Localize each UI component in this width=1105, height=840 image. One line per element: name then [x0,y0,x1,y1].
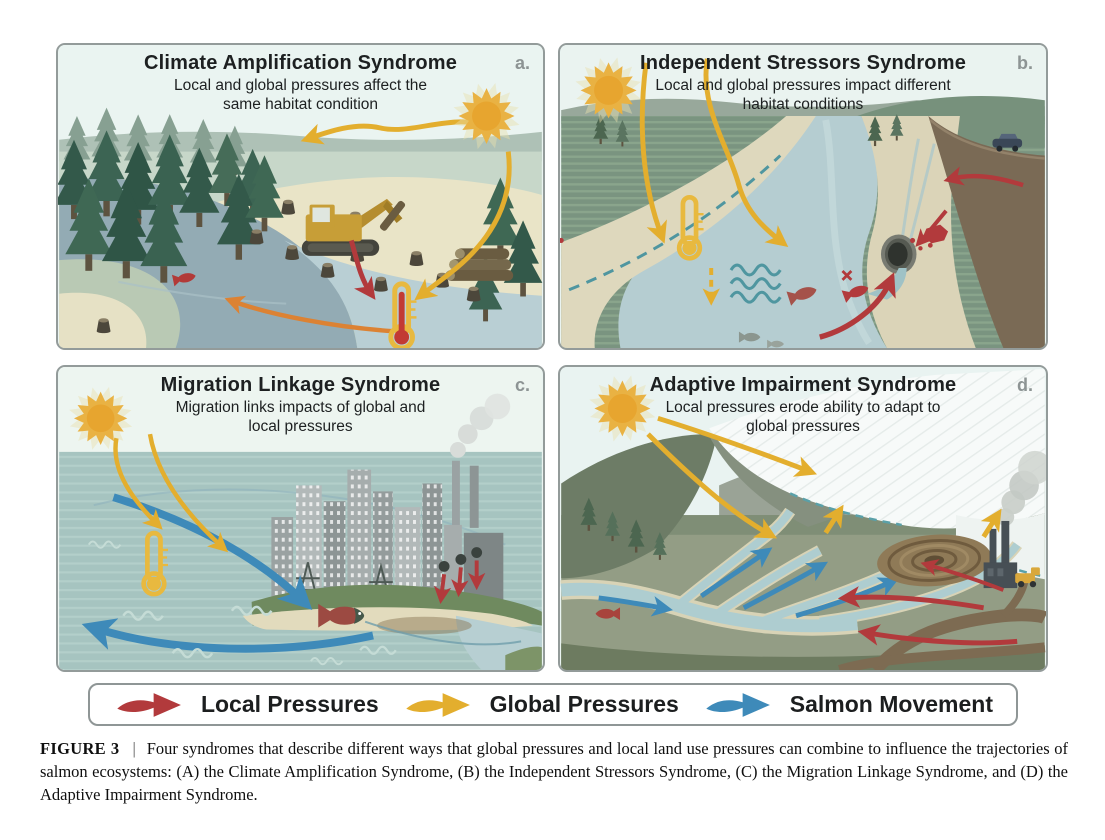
legend-item-global-pressures: Global Pressures [402,685,679,725]
panel-header: Adaptive Impairment Syndrome Local press… [560,374,1046,437]
caption-separator: | [132,739,136,758]
car [992,133,1023,152]
salmon-movement-arrow [598,595,673,617]
far-bank [505,646,542,670]
local-pressure-arrows [837,559,1018,646]
panel-letter: d. [1017,375,1033,395]
caption-text: Four syndromes that describe different w… [40,739,1068,804]
panel-letter: a. [514,53,530,73]
panel-migration-linkage: Migration Linkage Syndrome Migration lin… [56,365,545,672]
global-pressure-arrow [703,58,789,248]
glacier [709,368,1045,580]
panel-subtitle: Local and global pressures impact differ… [655,77,951,113]
river [618,116,887,348]
panel-climate-amplification: Climate Amplification Syndrome Local and… [56,43,545,350]
panel-adaptive-impairment: Adaptive Impairment Syndrome Local press… [558,365,1048,672]
panel-independent-stressors: Independent Stressors Syndrome Local and… [558,43,1048,350]
dry-floodplain [561,116,816,348]
glacier-retreat-arrow [980,508,1002,539]
scene-climate-amplification [58,45,543,348]
sediment-debris [560,224,949,251]
global-pressure-arrow [639,62,667,244]
river-streak [822,119,873,345]
panel-subtitle: Local and global pressures affect the sa… [173,77,428,113]
panel-title: Migration Linkage Syndrome [160,374,441,396]
salmon-movement-arrow-icon [706,692,770,717]
road-edge [929,119,1045,160]
warming-river-arrow [224,295,393,334]
log-pile [445,248,514,281]
legend-label: Local Pressures [200,691,379,717]
global-pressure-arrow [646,432,778,539]
river-streak [118,280,287,305]
legend: Local Pressures Global Pressures Salmon … [88,683,1018,726]
panel-subtitle: Local pressures erode ability to adapt t… [665,399,941,435]
smokestack [452,460,460,528]
figure-label: FIGURE 3 [40,739,120,758]
salmon-movement-arrow [81,618,374,653]
panel-title: Climate Amplification Syndrome [143,52,458,74]
scene-independent-stressors [560,45,1045,348]
local-pressure-arrow [837,586,985,611]
legend-label: Global Pressures [489,691,679,717]
panel-header: Climate Amplification Syndrome Local and… [58,52,543,115]
local-pressure-arrow [348,239,376,300]
local-pressure-arrow [943,166,1024,188]
erosion-gullies [900,138,936,247]
legend-item-salmon-movement: Salmon Movement [702,685,993,725]
smokestack [469,465,479,528]
left-mountain [561,433,718,579]
panel-title: Adaptive Impairment Syndrome [649,374,957,396]
local-pressure-arrow [857,624,1018,646]
salmon-movement-arrow [742,561,828,610]
x-mark-icon [841,270,853,281]
panel-title: Independent Stressors Syndrome [639,52,967,74]
outfall-pipes [433,547,486,604]
pollution-plume [376,616,472,635]
local-pressure-arrow [451,567,469,598]
scene-adaptive-impairment [560,367,1046,670]
blocked-salmon [841,270,871,303]
glacier-retreat-line [789,492,902,527]
panel-letter: c. [514,375,530,395]
panel-letter: b. [1017,53,1033,73]
smokestack [1001,520,1010,567]
global-pressure-arrow [414,151,512,301]
excavator [301,198,406,256]
global-pressures-arrow-icon [405,692,470,717]
panel-header: Migration Linkage Syndrome Migration lin… [58,374,543,437]
river-shallow [284,240,542,348]
glacier-retreat-arrow [822,504,844,535]
scene-migration-linkage [59,367,542,670]
legend-label: Salmon Movement [789,691,993,717]
legend-item-local-pressures: Local Pressures [113,685,379,725]
dump-truck [1015,567,1040,588]
local-pressure-arrow [433,574,452,604]
valley-foreground [561,643,1045,670]
smokestack [989,528,997,567]
global-pressure-arrows [646,415,1002,539]
local-pressure-arrow [920,559,1005,592]
salmon-icon [318,603,365,628]
local-pressure-arrow [819,272,896,340]
salmon-movement-arrow [699,547,773,599]
panel-subtitle: Migration links impacts of global and lo… [175,399,426,435]
global-pressure-arrow [147,433,229,553]
panel-header: Independent Stressors Syndrome Local and… [560,52,1046,115]
global-pressure-arrow [657,415,818,477]
figure-caption: FIGURE 3 |Four syndromes that describe di… [40,737,1068,806]
migration-path-line [364,620,522,646]
global-pressure-arrow [113,437,163,530]
local-pressures-arrow-icon [117,692,181,717]
